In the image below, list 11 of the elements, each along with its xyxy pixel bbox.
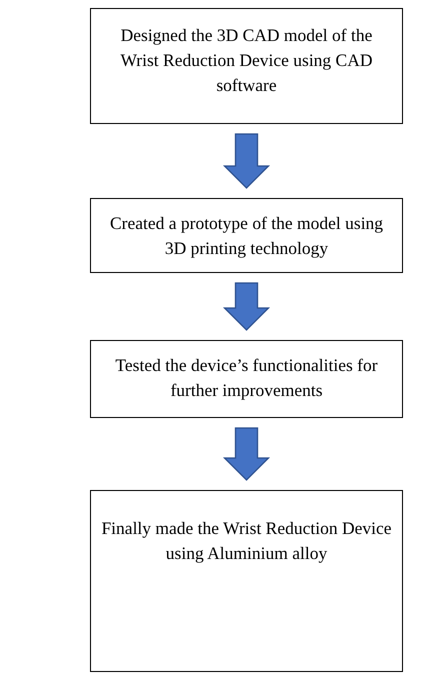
block-arrow (222, 282, 270, 331)
step-text: Finally made the Wrist Reduction Device using Aluminium alloy (101, 517, 392, 565)
process-box (90, 198, 403, 273)
process-box (90, 340, 403, 418)
step-text: Tested the device’s functionalities for further improvements (114, 354, 379, 402)
step-text: Created a prototype of the model using 3D printing technology (108, 212, 384, 260)
process-box (90, 8, 403, 124)
block-arrow (222, 133, 270, 189)
block-arrow (222, 427, 270, 481)
step-text: Designed the 3D CAD model of the Wrist Reduction Device using CAD software (119, 24, 374, 97)
process-box (90, 490, 403, 672)
